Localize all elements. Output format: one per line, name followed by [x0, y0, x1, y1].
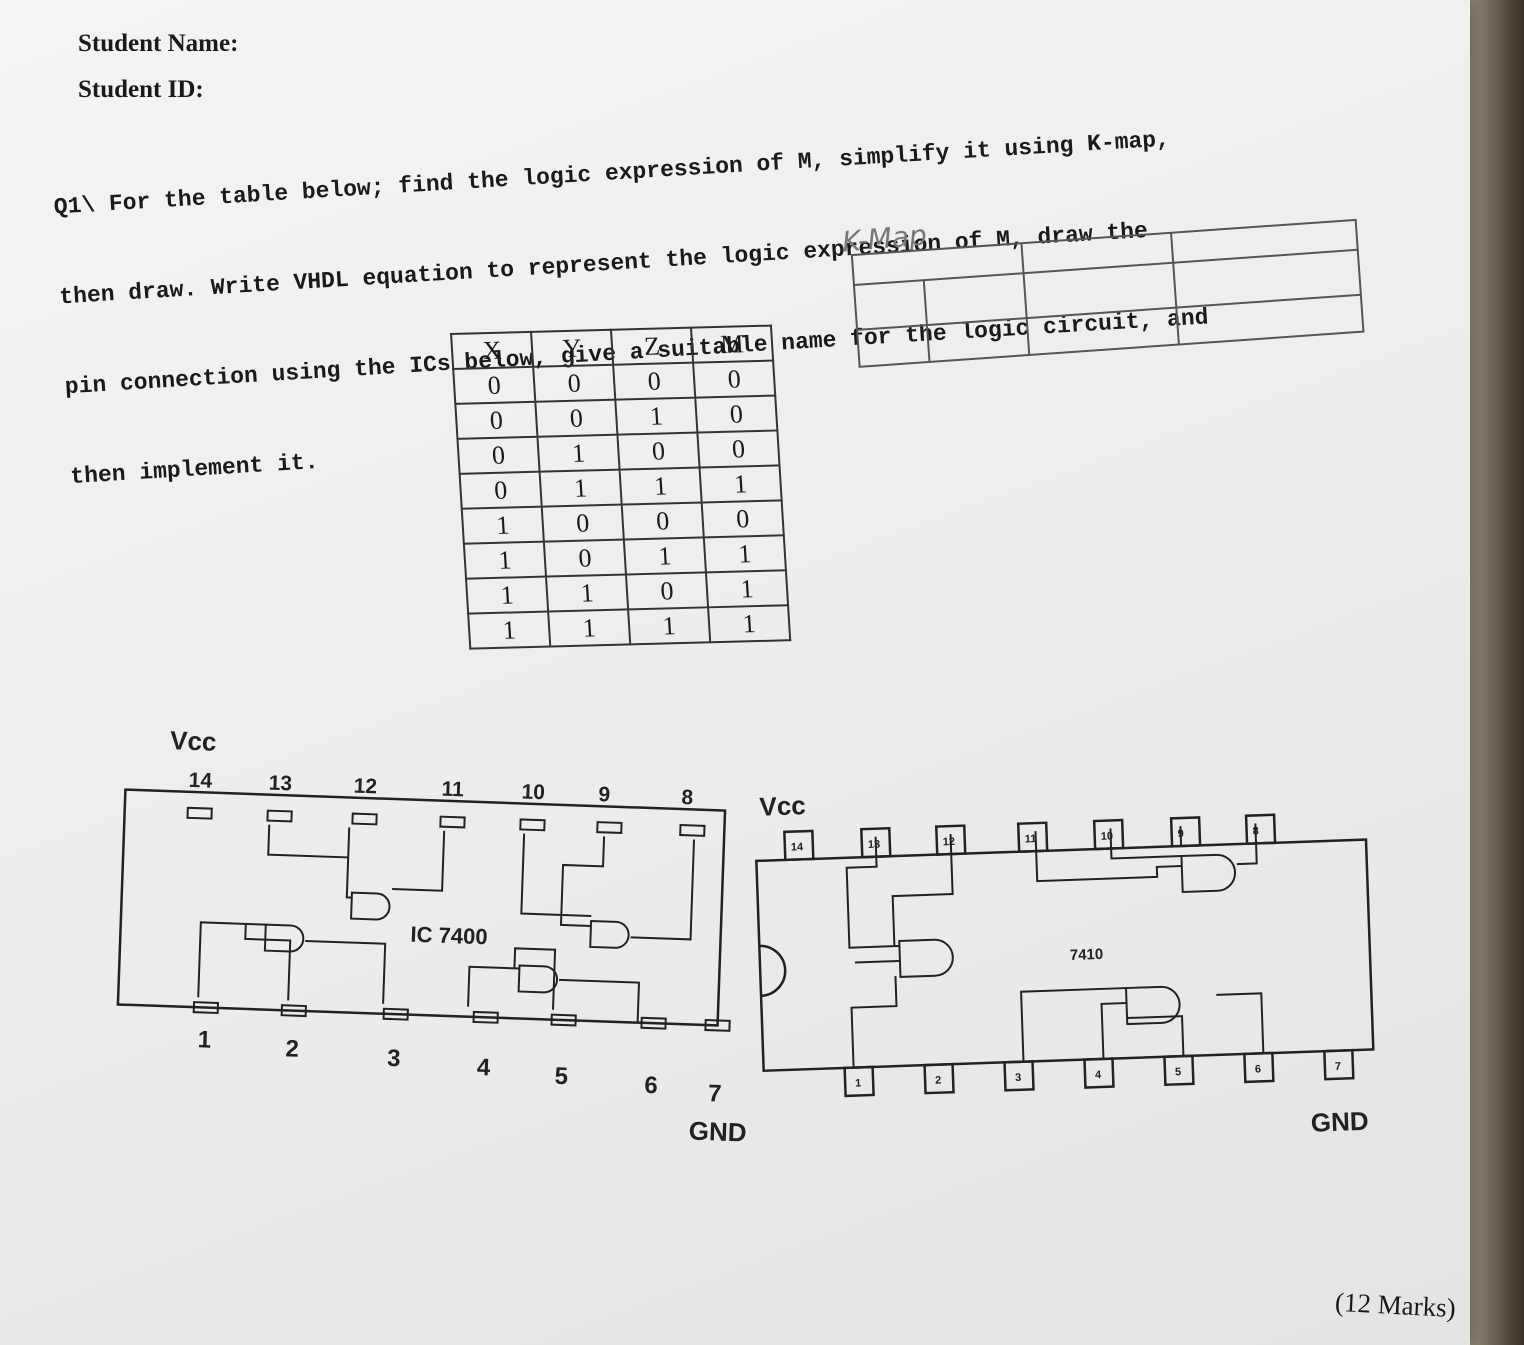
ic2-bottom-pin — [923, 1062, 955, 1095]
ic1-top-pin — [439, 815, 466, 829]
ic2-top-pin-label: 12 — [943, 836, 956, 848]
ic1-bottom-pin-label: 7 — [708, 1080, 722, 1107]
ic1-bottom-pin — [472, 1010, 499, 1024]
ic1-top-pin — [266, 809, 293, 823]
ic2-gates — [845, 823, 1265, 1068]
ic2-top-pin-label: 11 — [1025, 833, 1037, 845]
ic2-bottom-pin-label: 7 — [1335, 1061, 1342, 1073]
ic2-bottom-pin-label: 1 — [855, 1077, 862, 1089]
student-name-label: Student Name: — [78, 30, 239, 57]
ic1-top-pin — [186, 806, 213, 820]
student-id-label: Student ID: — [78, 76, 204, 103]
ic1-bottom-pin-label: 3 — [387, 1045, 401, 1072]
ic2-top-pin-label: 13 — [868, 839, 881, 851]
ic2-top-pin — [1169, 816, 1202, 848]
ic2-bottom-pin-label: 4 — [1095, 1069, 1102, 1081]
ic1-bottom-pin — [280, 1004, 308, 1018]
ic1-top-pin — [351, 812, 378, 826]
ic1-bottom-pin-label: 2 — [285, 1035, 299, 1062]
ic2-bottom-pin-label: 3 — [1015, 1072, 1022, 1084]
ic2-top-pin — [1016, 821, 1049, 854]
ic1-name-label: IC 7400 — [410, 922, 488, 950]
ic1-top-pin-label: 10 — [521, 780, 545, 804]
ic1-top-pin-label: 9 — [598, 783, 610, 806]
ic1-gates — [197, 824, 696, 1023]
ic1-bottom-pin — [640, 1016, 667, 1030]
ic1-bottom-pin — [550, 1013, 577, 1027]
ic1-bottom-pin-label: 5 — [554, 1063, 568, 1090]
exam-paper: Student Name: Student ID: Q1\ For the ta… — [0, 0, 1470, 1345]
ic2-bottom-pin — [843, 1065, 875, 1098]
ic2-bottom-pin-label: 5 — [1175, 1066, 1182, 1078]
ic1-bottom-pin-label: 1 — [197, 1026, 211, 1053]
ic1-bottom-pin-label: 6 — [644, 1072, 658, 1099]
ic2-body — [755, 838, 1375, 1073]
ic2-top-pin — [783, 829, 815, 862]
ic2-bottom-pin — [1163, 1054, 1195, 1087]
ic1-bottom-pin-label: 4 — [476, 1054, 491, 1081]
ic1-top-pin-label: 12 — [353, 775, 377, 799]
ic1-bottom-pin — [382, 1007, 409, 1021]
ic1-top-pin — [679, 823, 706, 837]
ic2-notch — [759, 944, 787, 998]
ic1-top-pin-label: 11 — [441, 778, 464, 802]
ic1-top-pin-label: 8 — [681, 786, 694, 809]
ic1-bottom-pin — [192, 1001, 220, 1015]
ic2-bottom-pin — [1323, 1048, 1355, 1081]
ic1-top-pin-label: 14 — [188, 769, 212, 793]
ic2-bottom-pin — [1083, 1057, 1115, 1089]
ic1-gnd-label: GND — [688, 1116, 747, 1148]
ic2-bottom-pin-label: 2 — [935, 1075, 942, 1087]
ic2-name-label: 7410 — [1070, 946, 1104, 964]
ic2-gnd-label: GND — [1310, 1106, 1369, 1138]
ic2-top-pin — [1092, 818, 1125, 851]
ic1-top-pin — [519, 818, 546, 832]
ic2-bottom-pin — [1003, 1060, 1035, 1092]
ic2-top-pin-label: 14 — [791, 841, 805, 853]
ic2-bottom-pin-label: 6 — [1255, 1063, 1262, 1075]
kmap-grid — [850, 218, 1365, 368]
ic1-bottom-pin — [704, 1018, 731, 1032]
ic2-bottom-pin — [1243, 1051, 1275, 1084]
ic1-top-pin — [596, 821, 623, 834]
ic2-vcc-label: Vcc — [759, 790, 806, 822]
ic1-top-pin-label: 13 — [268, 772, 292, 796]
ic2-top-pin — [1244, 813, 1277, 846]
ic1-vcc-label: Vcc — [170, 725, 217, 757]
ic1-body — [116, 788, 727, 1027]
marks-label: (12 Marks) — [1334, 1286, 1457, 1324]
